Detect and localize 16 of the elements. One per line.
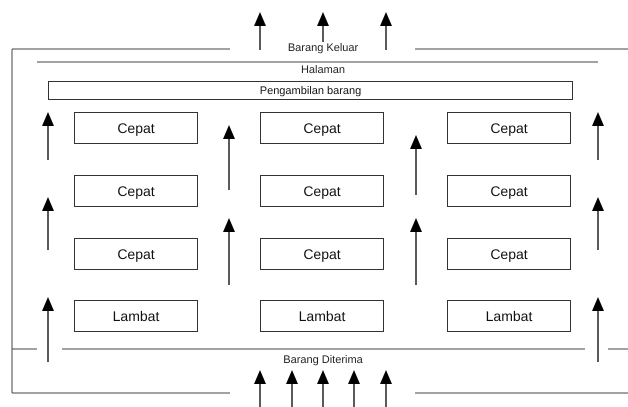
area-label: Halaman — [300, 64, 346, 76]
area-label: Barang Diterima — [283, 354, 363, 366]
rack-box: Cepat — [260, 175, 384, 207]
rack-box: Lambat — [260, 300, 384, 332]
picking-area-box: Pengambilan barang — [48, 81, 573, 100]
rack-box: Cepat — [447, 175, 571, 207]
rack-box: Cepat — [74, 238, 198, 270]
rack-box: Cepat — [260, 112, 384, 144]
rack-box: Lambat — [447, 300, 571, 332]
rack-box: Lambat — [74, 300, 198, 332]
rack-box: Cepat — [260, 238, 384, 270]
rack-box: Cepat — [74, 112, 198, 144]
rack-box: Cepat — [74, 175, 198, 207]
area-label: Barang Keluar — [288, 42, 358, 54]
rack-box: Cepat — [447, 238, 571, 270]
rack-box: Cepat — [447, 112, 571, 144]
